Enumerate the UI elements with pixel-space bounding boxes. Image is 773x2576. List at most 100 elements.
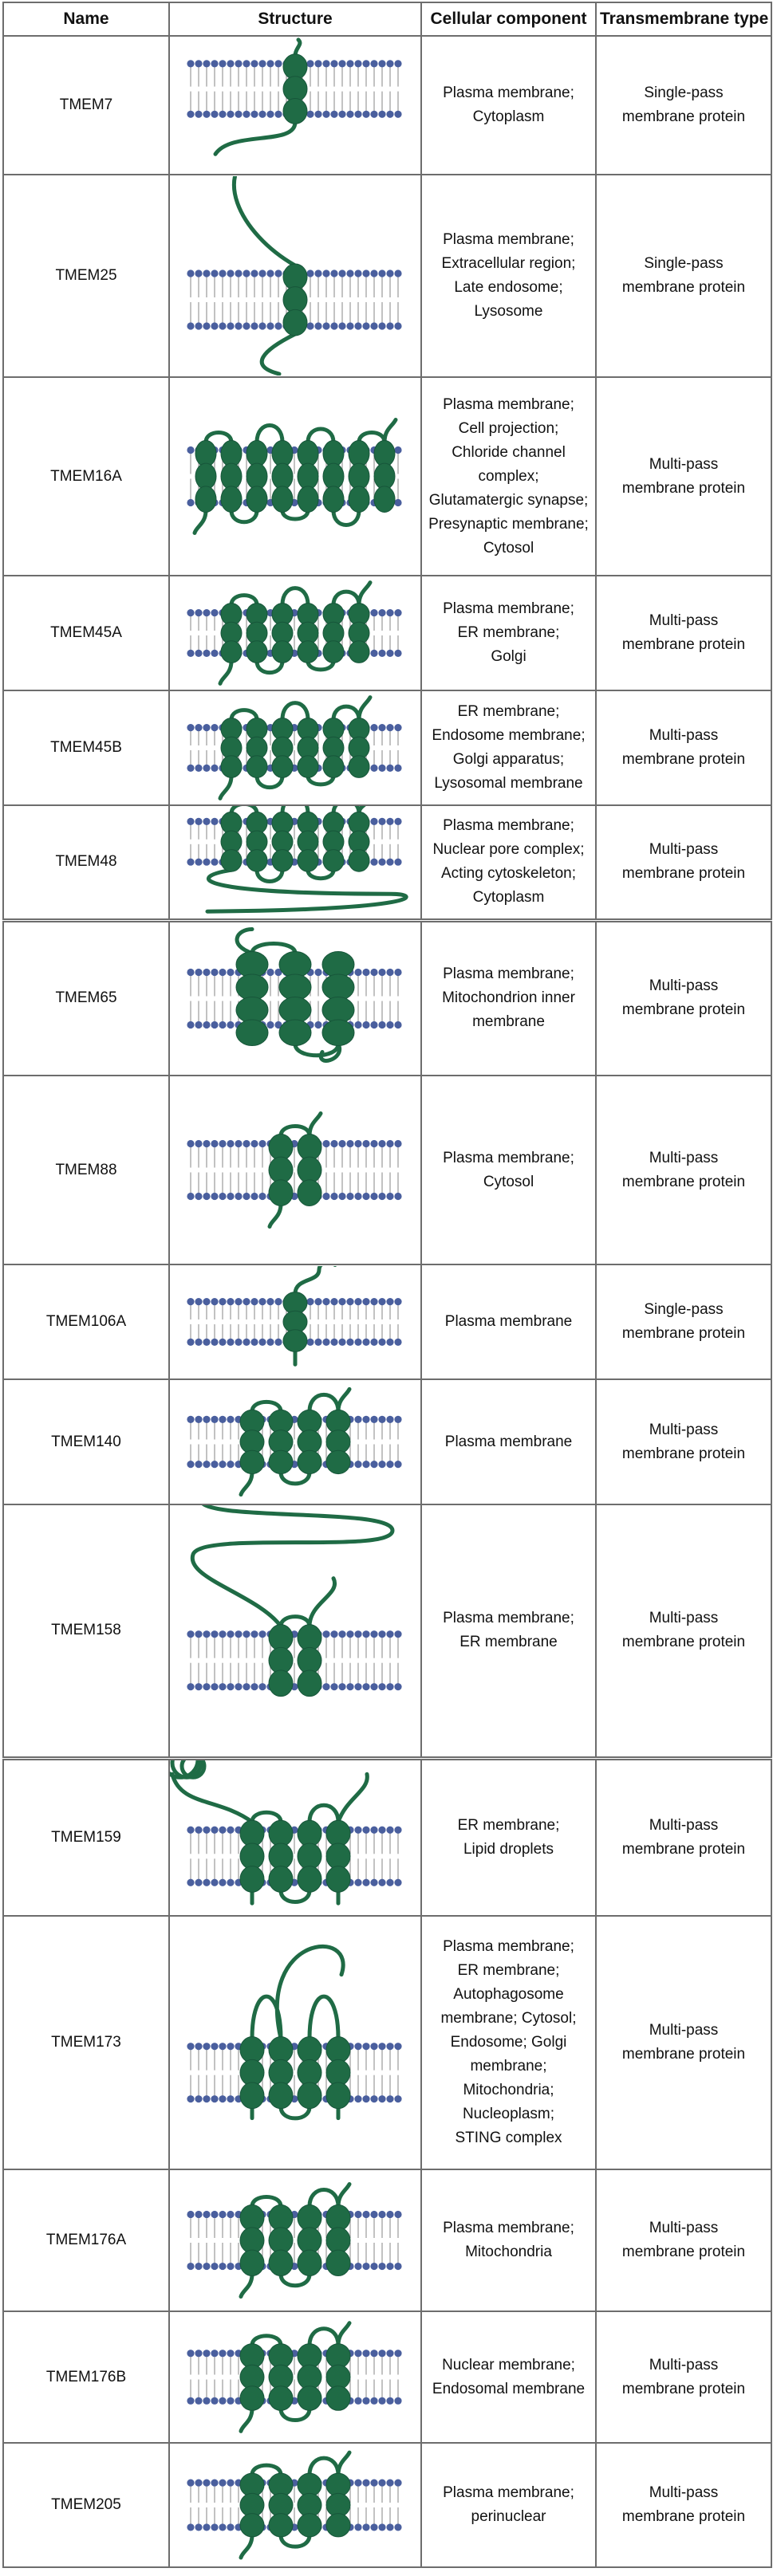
tm-type-line: Multi-pass <box>649 977 719 995</box>
lipid-bilayer <box>187 1415 402 1469</box>
protein-helices <box>205 806 408 914</box>
structure-diagram <box>168 2311 422 2444</box>
tm-type-line: membrane protein <box>621 2380 746 2397</box>
protein-name: TMEM16A <box>2 376 170 576</box>
transmembrane-type: Multi-pass membrane protein <box>595 1075 772 1265</box>
tm-type-line: Multi-pass <box>649 455 719 473</box>
cellular-component: Plasma membrane;Extracellular region;Lat… <box>420 174 597 378</box>
lipid-bilayer <box>187 2210 402 2271</box>
component-line: Endosome; Golgi <box>450 2034 567 2051</box>
protein-name: TMEM48 <box>2 804 170 922</box>
cellular-component: Plasma membrane;Mitochondria <box>420 2169 597 2312</box>
header-row: Name Structure Cellular component Transm… <box>2 2 772 37</box>
component-line: Cytoplasm <box>472 889 545 907</box>
header-cellular-component: Cellular component <box>420 2 597 37</box>
tm-type-line: Multi-pass <box>649 2220 719 2236</box>
tm-type-line: Multi-pass <box>649 1610 719 1627</box>
component-line: Late endosome; <box>454 279 563 296</box>
protein-name: TMEM176B <box>2 2311 170 2444</box>
lipid-bilayer <box>187 1298 402 1346</box>
tm-type-line: Single-pass <box>644 255 724 272</box>
protein-helices <box>239 2181 352 2299</box>
membrane-topology-diagram <box>187 1505 402 1697</box>
protein-helices <box>239 1386 352 1497</box>
component-line: Golgi <box>491 648 527 665</box>
component-line: Plasma membrane; <box>443 1149 574 1166</box>
protein-helices <box>218 695 373 800</box>
tm-type-line: membrane protein <box>621 1173 746 1190</box>
table-row: TMEM173 Plasma membrane; ER membrane; Autop… <box>2 1915 772 2170</box>
structure-diagram <box>168 2169 422 2312</box>
component-line: membrane; <box>470 2058 547 2075</box>
component-line: Endosome membrane; <box>432 727 586 744</box>
protein-helices <box>218 580 373 686</box>
component-line: Plasma membrane; <box>443 395 574 413</box>
tm-type-line: Single-pass <box>644 1301 724 1318</box>
protein-helices <box>282 1266 337 1367</box>
component-line: Acting cytoskeleton; <box>441 865 576 883</box>
component-line: Plasma membrane <box>444 1433 573 1450</box>
structure-diagram <box>168 690 422 806</box>
transmembrane-type: Multi-pass membrane protein <box>595 919 772 1076</box>
tm-type-line: membrane protein <box>621 1001 746 1019</box>
structure-diagram <box>168 804 422 922</box>
tm-type-line: Multi-pass <box>649 1149 719 1166</box>
component-line: ER membrane; <box>457 624 560 641</box>
component-line: Plasma membrane; <box>443 1938 574 1955</box>
cellular-component: Plasma membrane; ER membrane; Autophagosom… <box>420 1915 597 2170</box>
component-line: Cytosol <box>483 539 534 556</box>
component-line: Autophagosome <box>453 1986 564 2003</box>
protein-helices <box>239 2321 352 2433</box>
protein-name: TMEM205 <box>2 2442 170 2568</box>
membrane-topology-diagram <box>187 580 402 686</box>
tm-type-line: Multi-pass <box>649 612 719 629</box>
membrane-topology-diagram <box>187 2181 402 2299</box>
cellular-component: ER membrane; Lipid droplets <box>420 1757 597 1917</box>
membrane-topology-diagram <box>187 926 402 1063</box>
component-line: Plasma membrane; <box>443 600 574 617</box>
protein-name: TMEM106A <box>2 1264 170 1380</box>
protein-helices <box>192 418 398 535</box>
component-line: Lipid droplets <box>463 1840 554 1858</box>
tm-type-line: membrane protein <box>621 279 746 296</box>
component-line: ER membrane; <box>457 1962 560 1979</box>
cellular-component: Plasma membrane; ER membrane; Golgi <box>420 575 597 691</box>
membrane-topology-diagram <box>187 1386 402 1497</box>
tm-type-line: Multi-pass <box>649 841 719 859</box>
structure-diagram <box>168 1075 422 1265</box>
component-line: Plasma membrane; <box>443 2220 574 2236</box>
component-line: Nuclear pore complex; <box>432 841 585 859</box>
lipid-bilayer <box>187 2350 402 2405</box>
tm-type-line: membrane protein <box>621 751 746 768</box>
protein-helices <box>239 1944 351 2121</box>
lipid-bilayer <box>187 1139 402 1201</box>
membrane-topology-diagram <box>187 1111 402 1229</box>
component-line: ER membrane; <box>457 1816 560 1834</box>
protein-name: TMEM45B <box>2 690 170 806</box>
cellular-component: Plasma membrane;perinuclear <box>420 2442 597 2568</box>
component-line: Glutamatergic synapse; <box>428 491 589 509</box>
protein-name: TMEM25 <box>2 174 170 378</box>
protein-name: TMEM173 <box>2 1915 170 2170</box>
structure-diagram <box>168 575 422 691</box>
tm-type-line: membrane protein <box>621 2244 746 2260</box>
structure-diagram <box>168 1378 422 1505</box>
transmembrane-type: Single-pass membrane protein <box>595 174 772 378</box>
component-line: Chloride channel <box>452 443 566 461</box>
cellular-component: Plasma membrane;ER membrane <box>420 1504 597 1760</box>
tm-type-line: Multi-pass <box>649 1421 719 1438</box>
